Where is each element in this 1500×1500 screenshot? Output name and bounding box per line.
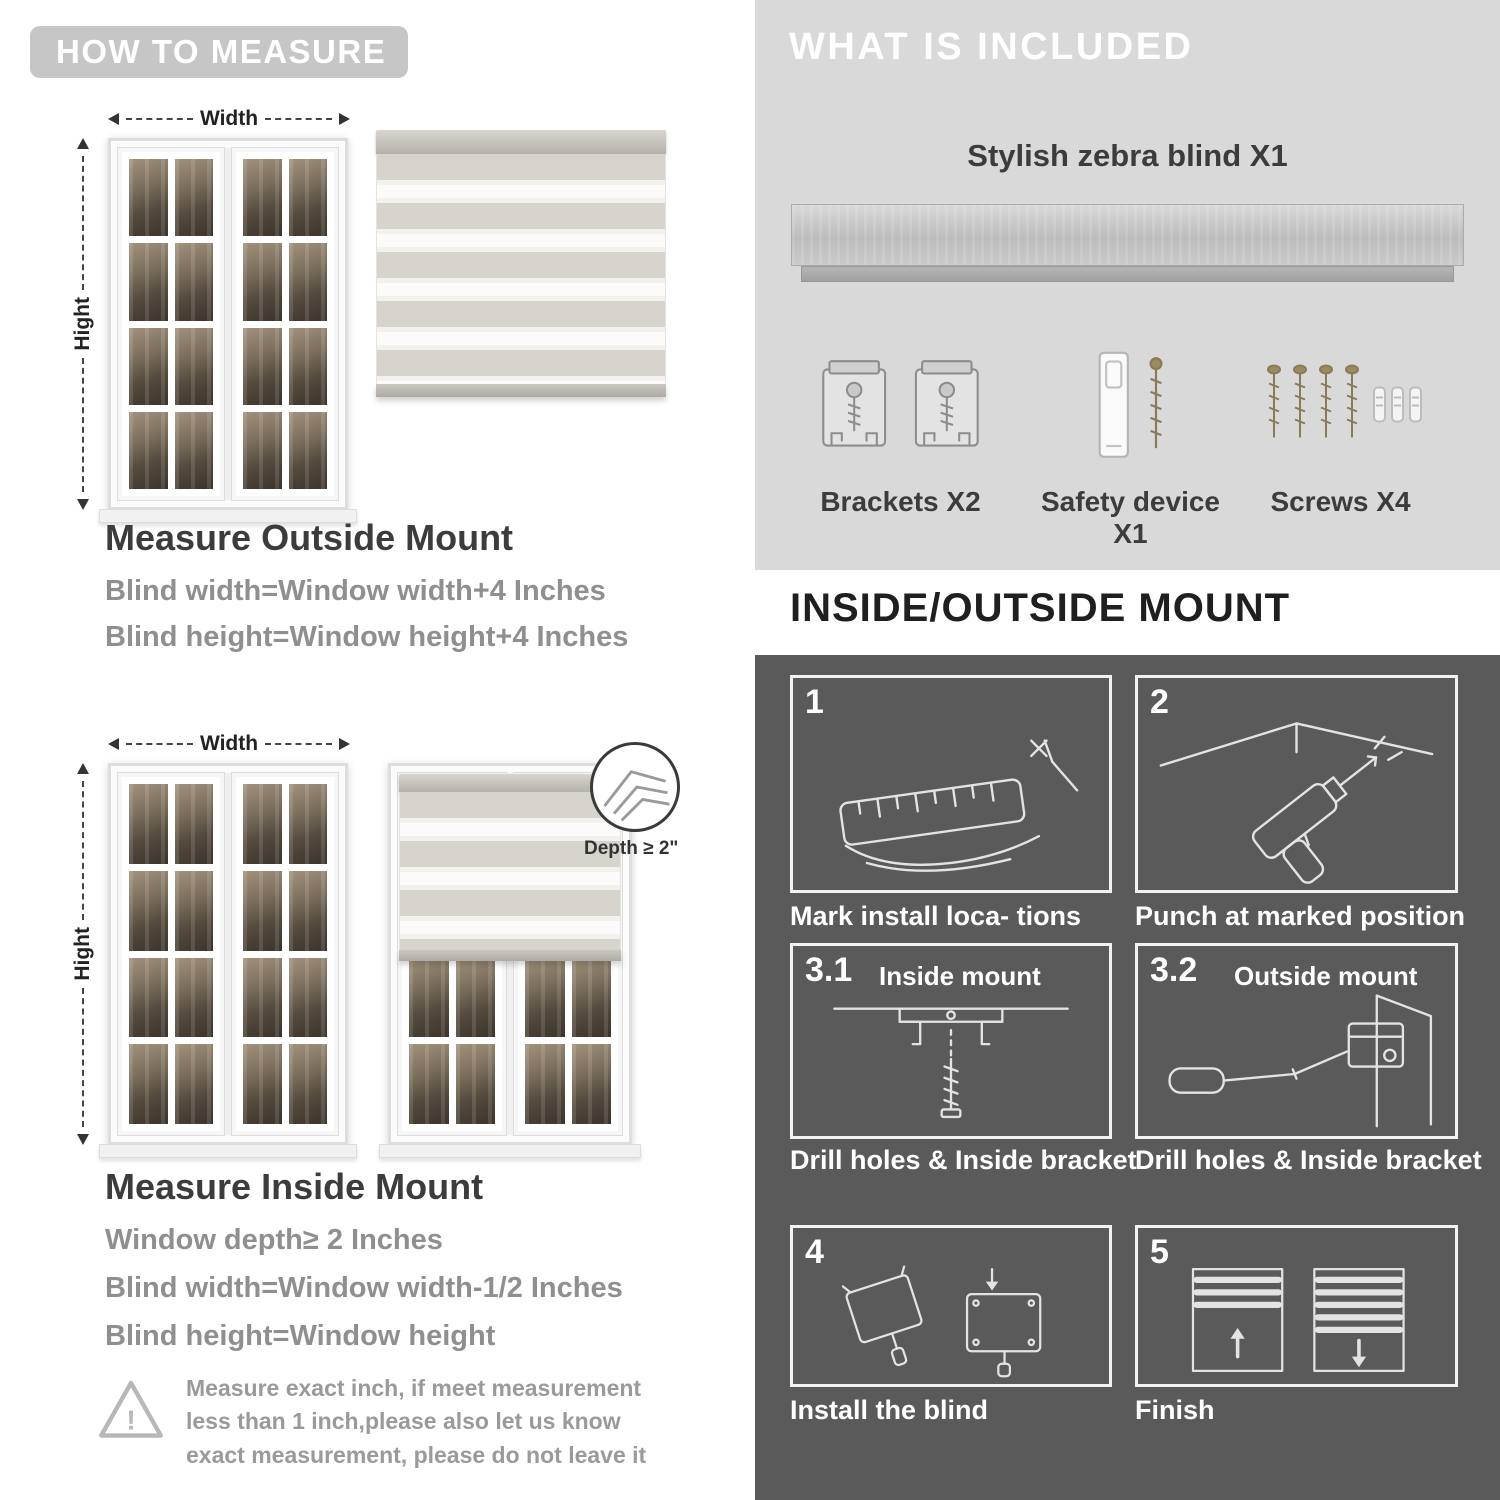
window-corner-detail-icon — [603, 770, 670, 822]
safety-device-icon — [1060, 342, 1200, 472]
arrow-left-icon — [108, 738, 119, 750]
outside-zebra-blind — [376, 130, 666, 397]
step-3-1-panel: 3.1 Inside mount — [790, 943, 1112, 1139]
measurement-note: Measure exact inch, if meet measurement … — [186, 1375, 647, 1468]
inside-zebra-blind — [399, 774, 621, 961]
outside-mount-heading: Measure Outside Mount — [105, 517, 514, 558]
step-3-2-tag: Outside mount — [1234, 961, 1418, 991]
brackets-icon — [813, 350, 988, 465]
step-3-2-number: 3.2 — [1150, 951, 1198, 989]
how-to-measure-title: HOW TO MEASURE — [56, 33, 387, 70]
outside-height-arrow: Hight — [70, 138, 96, 510]
inside-width-label: Width — [199, 732, 259, 755]
step-3-1-number: 3.1 — [805, 951, 853, 989]
warning-triangle-icon: ! — [96, 1376, 166, 1446]
arrow-up-icon — [77, 763, 89, 774]
blind-stripes — [376, 154, 666, 384]
window-sash — [117, 147, 225, 501]
screws-icon — [1258, 355, 1428, 460]
what-is-included-section: WHAT IS INCLUDED Stylish zebra blind X1 — [755, 0, 1500, 570]
zebra-blind-headrail-lip — [801, 266, 1454, 282]
step-5-illustration — [1146, 1262, 1447, 1378]
step-5-caption: Finish — [1135, 1395, 1215, 1425]
depth-detail-circle — [590, 742, 680, 832]
screws-label: Screws X4 — [1270, 486, 1411, 517]
arrow-right-icon — [339, 113, 350, 125]
inside-rule-height: Blind height=Window height — [105, 1320, 496, 1352]
step-1-caption: Mark install loca- tions — [790, 901, 1082, 931]
blind-headrail — [399, 774, 621, 792]
window-sill — [99, 1144, 357, 1158]
inside-height-arrow: Hight — [70, 763, 96, 1145]
what-is-included-title: WHAT IS INCLUDED — [789, 26, 1194, 68]
outside-window-photo — [99, 138, 357, 523]
step-2-number: 2 — [1150, 683, 1169, 721]
step-3-2-panel: 3.2 Outside mount — [1135, 943, 1458, 1139]
step-3-2-caption: Drill holes & Inside bracket — [1135, 1145, 1482, 1175]
step-5-number: 5 — [1150, 1233, 1169, 1271]
depth-callout-label: Depth ≥ 2" — [584, 838, 679, 859]
outside-height-label: Hight — [71, 297, 94, 351]
step-1-number: 1 — [805, 683, 824, 721]
step-4-number: 4 — [805, 1233, 824, 1271]
outside-width-arrow: Width — [108, 106, 350, 132]
mount-section-title: INSIDE/OUTSIDE MOUNT — [790, 586, 1291, 630]
inside-width-arrow: Width — [108, 731, 350, 757]
inside-mount-heading: Measure Inside Mount — [105, 1166, 484, 1207]
step-3-1-illustration — [801, 990, 1101, 1130]
inside-blind-window — [379, 763, 641, 1158]
window-sill — [379, 1144, 641, 1158]
product-name: Stylish zebra blind X1 — [967, 138, 1288, 173]
step-2-panel: 2 — [1135, 675, 1458, 893]
step-3-2-illustration — [1146, 990, 1447, 1130]
step-1-panel: 1 — [790, 675, 1112, 893]
outside-width-label: Width — [199, 107, 259, 130]
mount-steps-section: 1 — [755, 655, 1500, 1500]
zebra-blind-headrail-image — [791, 204, 1464, 266]
step-4-panel: 4 — [790, 1225, 1112, 1387]
window-sash — [231, 147, 339, 501]
window-sash — [117, 772, 225, 1136]
blind-stripes — [399, 792, 621, 950]
inside-height-label: Hight — [71, 927, 94, 981]
step-4-caption: Install the blind — [790, 1395, 989, 1425]
step-5-panel: 5 — [1135, 1225, 1458, 1387]
blind-bottom-rail — [399, 950, 621, 961]
window-sash — [231, 772, 339, 1136]
inside-rule-width: Blind width=Window width-1/2 Inches — [105, 1272, 623, 1304]
arrow-right-icon — [339, 738, 350, 750]
step-3-1-tag: Inside mount — [879, 961, 1041, 991]
step-4-illustration — [801, 1262, 1101, 1378]
warning-exclamation: ! — [126, 1404, 135, 1435]
step-2-caption: Punch at marked position — [1135, 901, 1466, 931]
outside-rule-height: Blind height=Window height+4 Inches — [105, 621, 629, 653]
brackets-label: Brackets X2 — [820, 486, 981, 517]
safety-device-label: Safety device X1 — [1041, 486, 1220, 549]
arrow-down-icon — [77, 1134, 89, 1145]
outside-rule-width: Blind width=Window width+4 Inches — [105, 575, 606, 607]
arrow-up-icon — [77, 138, 89, 149]
how-to-measure-badge: HOW TO MEASURE — [30, 26, 408, 78]
inside-window-photo — [99, 763, 357, 1158]
arrow-down-icon — [77, 499, 89, 510]
arrow-left-icon — [108, 113, 119, 125]
window-sill — [99, 509, 357, 523]
step-1-illustration — [801, 712, 1101, 884]
step-2-illustration — [1146, 712, 1447, 884]
step-3-1-caption: Drill holes & Inside bracket — [790, 1145, 1137, 1175]
blind-bottom-rail — [376, 384, 666, 397]
inside-rule-depth: Window depth≥ 2 Inches — [105, 1224, 443, 1256]
blind-headrail — [376, 130, 666, 154]
